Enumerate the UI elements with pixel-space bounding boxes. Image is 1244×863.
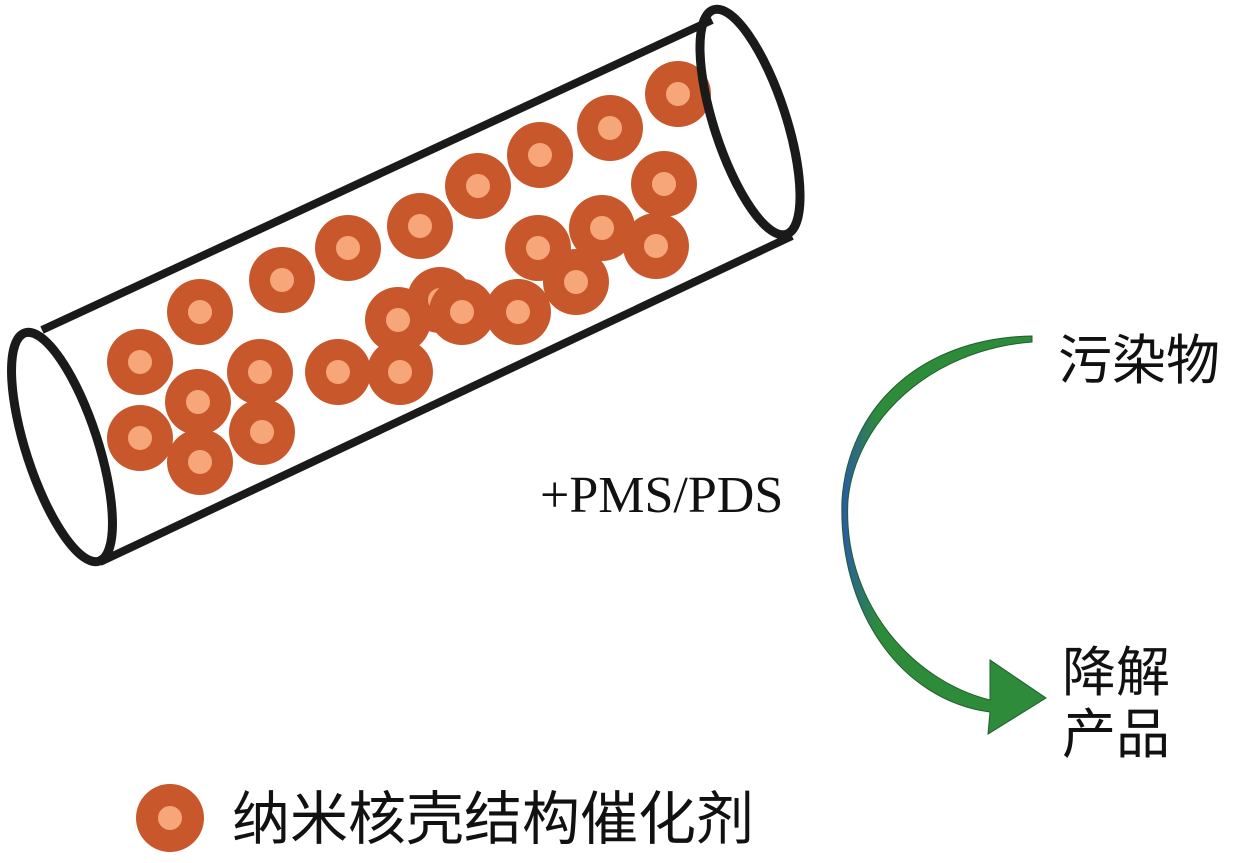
product-label-line2: 产品 — [1062, 704, 1170, 766]
curved-arrow-icon — [842, 336, 1046, 734]
catalyst-particle — [445, 153, 511, 219]
catalyst-particle — [227, 339, 293, 405]
catalyst-particle — [167, 279, 233, 345]
tube-top-edge — [42, 20, 712, 330]
catalyst-particle — [305, 339, 371, 405]
catalyst-particle — [167, 429, 233, 495]
legend-particle-icon — [136, 784, 204, 852]
product-label-line1: 降解 — [1062, 642, 1170, 704]
catalyst-particle — [577, 95, 643, 161]
tube-right-end — [679, 0, 820, 245]
product-label: 降解 产品 — [1062, 642, 1170, 766]
catalyst-particle — [249, 247, 315, 313]
catalyst-particle — [485, 279, 551, 345]
arrow-body — [842, 336, 1046, 734]
catalyst-particle — [165, 369, 231, 435]
catalyst-particle — [631, 151, 697, 217]
pollutant-label: 污染物 — [1058, 334, 1220, 388]
catalyst-particle — [315, 215, 381, 281]
catalyst-particle — [507, 122, 573, 188]
catalyst-particle — [623, 213, 689, 279]
catalyst-particle — [107, 405, 173, 471]
legend-catalyst-label: 纳米核壳结构催化剂 — [232, 790, 754, 848]
catalyst-particle — [107, 329, 173, 395]
catalyst-particle — [387, 193, 453, 259]
catalyst-particles — [107, 61, 711, 495]
oxidant-label: +PMS/PDS — [540, 470, 783, 522]
catalyst-particle — [229, 399, 295, 465]
